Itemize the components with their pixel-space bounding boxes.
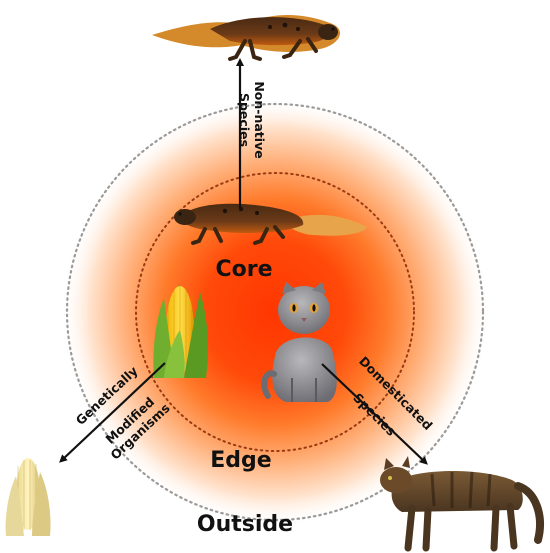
non-native-label: Non-native Species: [237, 81, 267, 158]
edge-zone-glow: [60, 97, 490, 527]
outer-edge-ring: [65, 102, 485, 522]
domesticated-arrow: [321, 363, 428, 465]
non-native-label-line-2: Species: [237, 93, 252, 147]
wildcat-icon: [380, 456, 544, 552]
gmo-arrow: [59, 362, 166, 463]
newt-icon: [152, 14, 341, 61]
corn-icon: [153, 284, 208, 378]
inner-core-ring: [135, 172, 415, 452]
pale-corn-icon: [5, 458, 51, 536]
edge-label: Edge: [210, 448, 271, 473]
core-label: Core: [215, 257, 272, 282]
outside-label: Outside: [197, 512, 293, 537]
newt-icon: [174, 203, 367, 245]
gray-cat-icon: [261, 282, 337, 402]
non-native-label-line-1: Non-native: [252, 81, 267, 158]
